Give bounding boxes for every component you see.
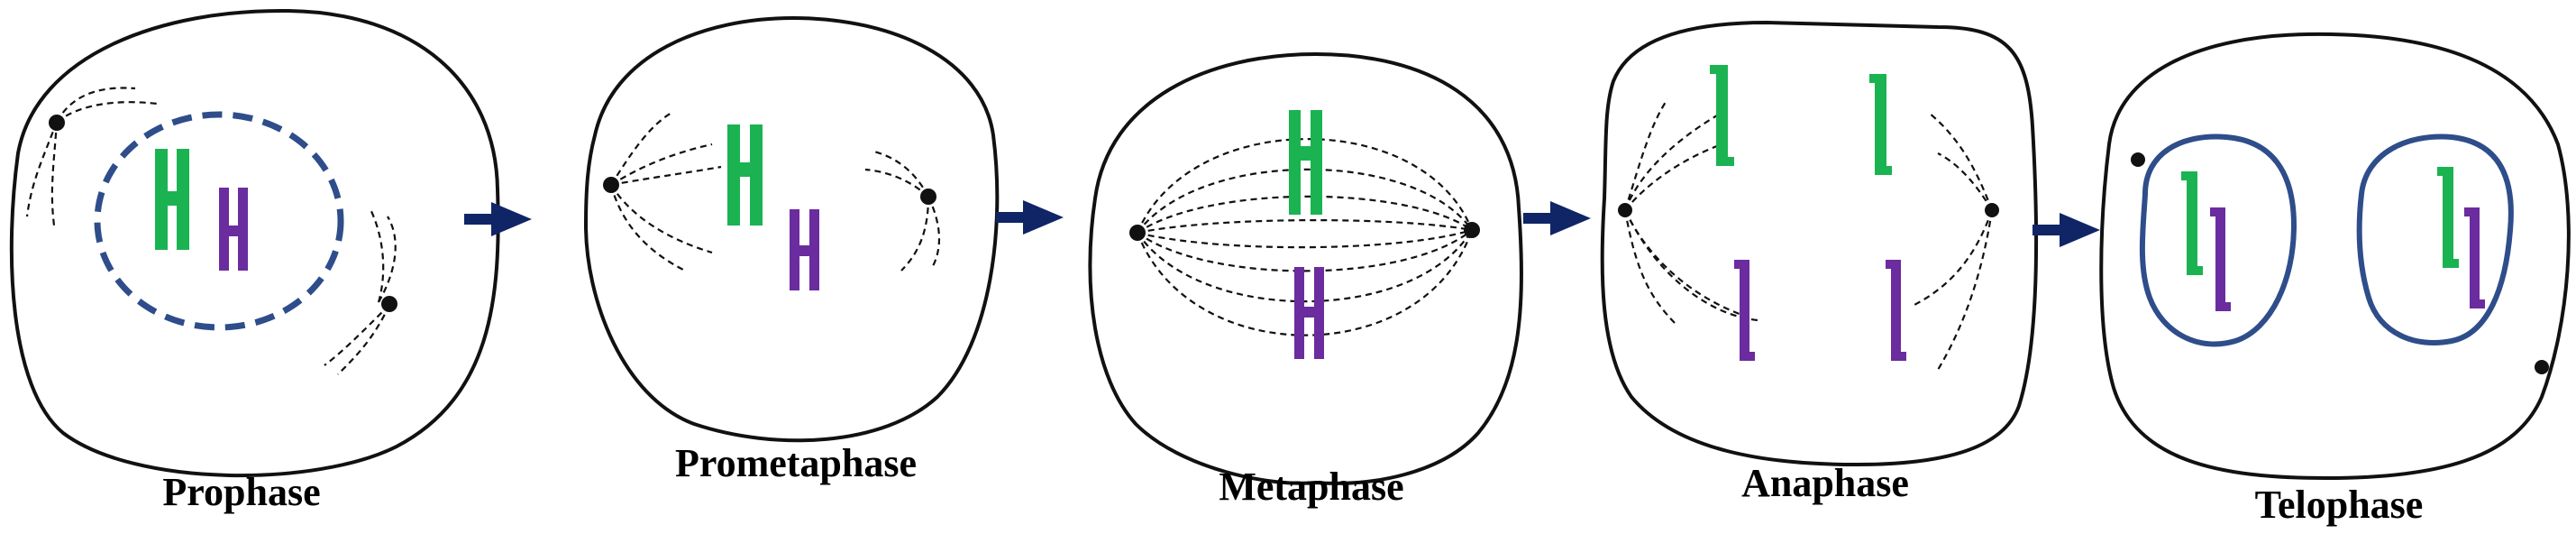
chromosome-green [727, 124, 763, 226]
stage-prometaphase: Prometaphase [583, 15, 1000, 485]
centrosome [1618, 203, 1632, 217]
nuclear-envelope [94, 111, 344, 331]
chromosome-purple [219, 188, 248, 271]
chromosome-purple [1734, 260, 1755, 361]
arrow-prometaphase-to-metaphase [996, 200, 1064, 235]
stage-label: Anaphase [1741, 461, 1909, 505]
arrow-prophase-to-prometaphase [464, 202, 532, 236]
centrosome [381, 296, 397, 312]
chromosome-green [1869, 74, 1892, 175]
stage-label: Prophase [162, 470, 320, 514]
centrosome [1129, 225, 1146, 241]
stage-telophase: Telophase [2099, 32, 2571, 527]
centrosome [1985, 203, 1999, 217]
cell-outline [1600, 20, 2039, 467]
nuclear-envelope [2139, 134, 2297, 347]
nuclear-envelope [2356, 134, 2514, 345]
stage-metaphase: Metaphase [1088, 51, 1523, 509]
chromosome-purple [790, 209, 819, 290]
chromosome-purple [1886, 260, 1906, 361]
stage-label: Telophase [2255, 483, 2424, 527]
cell-outline [1088, 51, 1523, 485]
centrosome [2131, 152, 2145, 167]
cell-outline [2099, 32, 2571, 481]
chromosome-green [2181, 171, 2203, 275]
chromosome-green [2437, 167, 2459, 268]
stage-anaphase: Anaphase [1600, 20, 2039, 505]
spindle-fibers [1623, 98, 1994, 371]
chromosome-purple [2210, 207, 2231, 311]
centrosome [920, 189, 936, 205]
arrow-metaphase-to-anaphase [1523, 201, 1591, 235]
centrosome [603, 177, 619, 193]
spindle-fibers [609, 112, 940, 272]
stage-label: Metaphase [1219, 465, 1403, 509]
chromosome-green [155, 149, 189, 250]
centrosome [2535, 360, 2549, 374]
chromosome-green [1710, 65, 1734, 166]
chromosome-purple [1294, 267, 1324, 359]
chromosome-green [1289, 110, 1322, 215]
cell-outline [9, 8, 500, 478]
spindle-fibers [1136, 138, 1474, 336]
chromosome-purple [2464, 207, 2485, 308]
spindle-fibers [25, 87, 397, 375]
centrosome [49, 115, 65, 131]
arrow-anaphase-to-telophase [2032, 213, 2100, 247]
centrosome [1464, 222, 1480, 238]
stage-label: Prometaphase [675, 441, 917, 485]
stage-prophase: Prophase [9, 8, 500, 514]
